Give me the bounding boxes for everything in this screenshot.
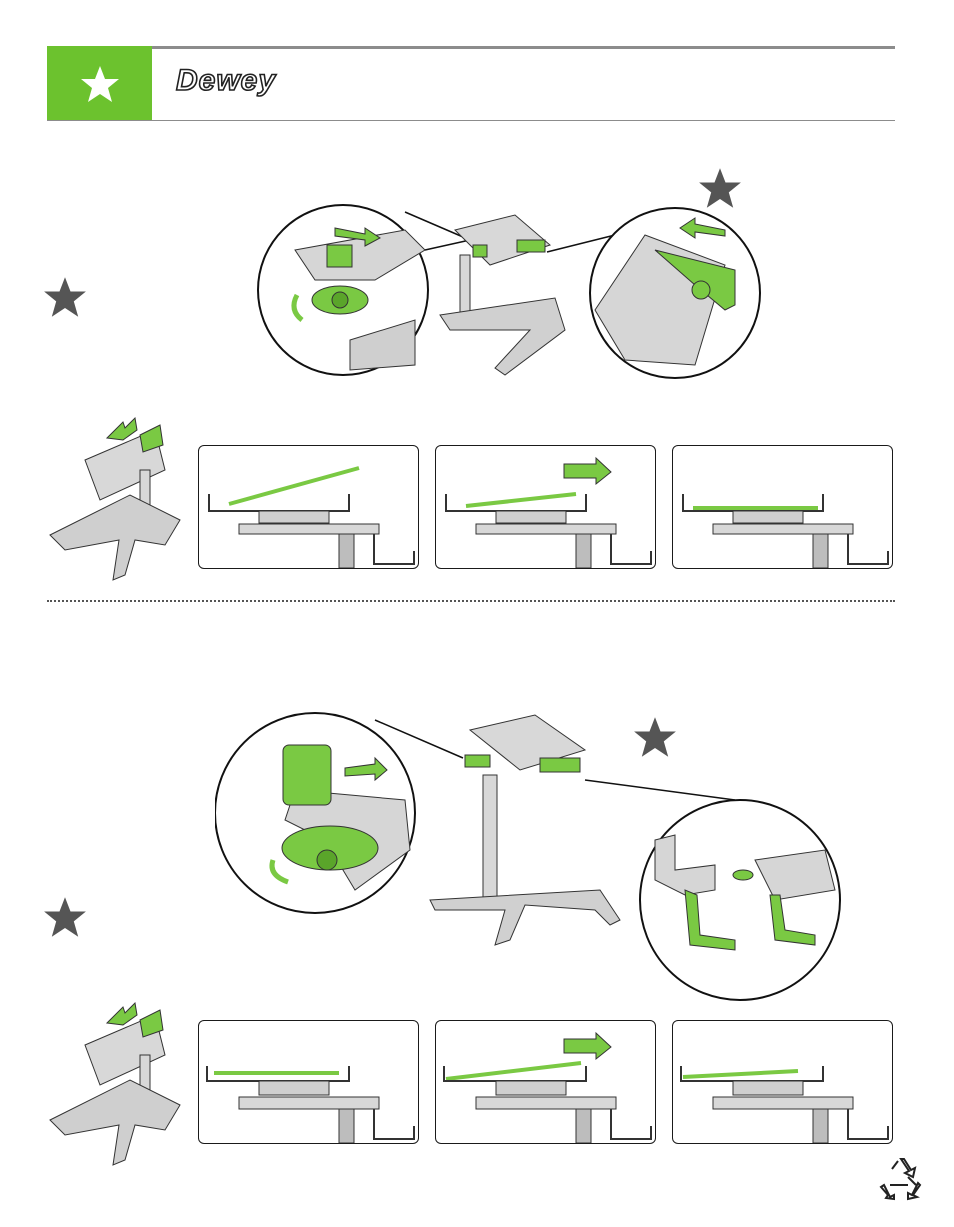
header-rule [152, 46, 895, 49]
recycle-icon [878, 1155, 924, 1201]
step-panel-tilt [198, 445, 419, 569]
stand-thumbnail-bottom [45, 995, 190, 1175]
header-badge [47, 46, 152, 121]
stand-thumbnail-top [45, 410, 190, 590]
stand-illustration-bottom [215, 700, 865, 1005]
star-icon [42, 895, 88, 939]
page-title: Dewey [176, 64, 276, 98]
step-panel-slide [435, 1020, 656, 1144]
step-panel-tilt [672, 1020, 893, 1144]
step-panel-seated [198, 1020, 419, 1144]
star-icon [42, 275, 88, 319]
step-panel-seated [672, 445, 893, 569]
header-rule-bottom [47, 120, 895, 121]
star-icon [80, 64, 120, 104]
stand-illustration-top [255, 190, 775, 380]
section-divider [47, 600, 895, 602]
step-panel-slide [435, 445, 656, 569]
